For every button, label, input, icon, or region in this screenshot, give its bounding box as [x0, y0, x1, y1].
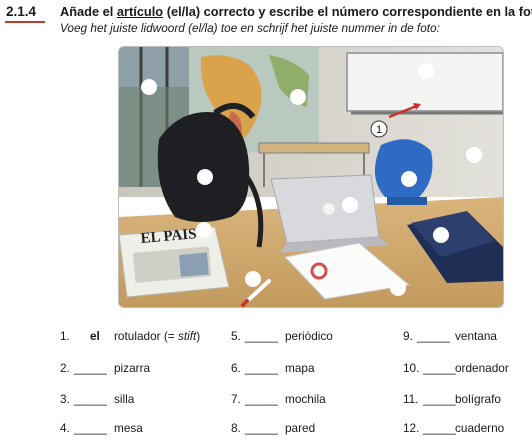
- item-article-blank[interactable]: _____: [74, 361, 107, 375]
- list-item-6: 6. _____ mapa: [231, 361, 315, 375]
- answer-marker-dot[interactable]: [245, 271, 261, 287]
- item-article-blank[interactable]: _____: [245, 329, 278, 343]
- exercise-header: 2.1.4 Añade el artículo (el/la) correcto…: [0, 0, 532, 40]
- item-word: silla: [114, 392, 135, 406]
- item-word: periódico: [285, 329, 333, 343]
- item-word: ordenador: [455, 361, 509, 375]
- answer-marker-dot[interactable]: [466, 147, 482, 163]
- example-marker: [370, 120, 388, 138]
- item-article-blank[interactable]: _____: [423, 392, 456, 406]
- classroom-photo: EL PAIS 1: [118, 46, 504, 308]
- list-item-8: 8. _____ pared: [231, 421, 315, 435]
- answer-marker-dot[interactable]: [290, 89, 306, 105]
- paper-sheet: [284, 242, 411, 300]
- answer-marker-dot[interactable]: [433, 227, 449, 243]
- exercise-number: 2.1.4: [6, 4, 37, 19]
- answer-marker-dot[interactable]: [197, 169, 213, 185]
- list-item-10: 10. _____ ordenador: [403, 361, 509, 375]
- item-word: pizarra: [114, 361, 151, 375]
- item-article-blank[interactable]: _____: [423, 421, 456, 435]
- item-word-italic: stift: [177, 329, 197, 343]
- item-number: 9.: [403, 329, 413, 343]
- exercise-title: Añade el artículo (el/la) correcto y esc…: [60, 4, 532, 19]
- title-end: (el/la) correcto y escribe el número cor…: [163, 4, 532, 19]
- answer-marker-dot[interactable]: [418, 63, 434, 79]
- item-article-blank[interactable]: _____: [423, 361, 456, 375]
- item-article-blank[interactable]: _____: [245, 392, 278, 406]
- list-item-7: 7. _____ mochila: [231, 392, 326, 406]
- item-word: mesa: [114, 421, 143, 435]
- item-article-blank[interactable]: _____: [245, 361, 278, 375]
- answer-marker-dot[interactable]: [141, 79, 157, 95]
- item-word: cuaderno: [455, 421, 505, 435]
- item-word: bolígrafo: [455, 392, 501, 406]
- item-word: ventana: [455, 329, 497, 343]
- vocabulary-list: 1. el rotulador (= stift) 2. _____ pizar…: [0, 322, 532, 442]
- answer-marker-dot[interactable]: [401, 171, 417, 187]
- blue-chair: [374, 139, 433, 197]
- item-word: mapa: [285, 361, 315, 375]
- example-marker-number: 1: [376, 124, 382, 136]
- whiteboard: [346, 52, 503, 112]
- title-start: Añade el: [60, 4, 117, 19]
- title-underlined-word: artículo: [116, 4, 164, 19]
- item-number: 12.: [403, 421, 420, 435]
- newspaper-masthead: EL PAIS: [140, 226, 197, 247]
- list-item-3: 3. _____ silla: [60, 392, 134, 406]
- item-word-main: rotulador (=: [114, 329, 178, 343]
- exercise-number-underline: [5, 21, 45, 23]
- item-number: 8.: [231, 421, 241, 435]
- answer-markers: [141, 63, 482, 296]
- classroom-scene: EL PAIS 1: [119, 47, 503, 307]
- item-number: 2.: [60, 361, 70, 375]
- item-number: 3.: [60, 392, 70, 406]
- answer-marker-dot[interactable]: [342, 197, 358, 213]
- answer-marker-dot[interactable]: [390, 280, 406, 296]
- item-number: 7.: [231, 392, 241, 406]
- list-item-2: 2. _____ pizarra: [60, 361, 150, 375]
- item-number: 10.: [403, 361, 420, 375]
- exercise-subtitle: Voeg het juiste lidwoord (el/la) toe en …: [60, 21, 440, 35]
- item-word: mochila: [285, 392, 326, 406]
- answer-marker-dot[interactable]: [196, 222, 212, 238]
- item-article-blank[interactable]: _____: [74, 421, 107, 435]
- item-number: 4.: [60, 421, 70, 435]
- item-number: 1.: [60, 329, 70, 343]
- item-article-blank[interactable]: _____: [74, 392, 107, 406]
- item-number: 6.: [231, 361, 241, 375]
- list-item-9: 9. _____ ventana: [403, 329, 497, 343]
- item-number: 5.: [231, 329, 241, 343]
- backpack: [157, 112, 250, 222]
- item-article: el: [90, 329, 100, 343]
- item-word: pared: [285, 421, 316, 435]
- item-article-blank[interactable]: _____: [245, 421, 278, 435]
- item-article-blank[interactable]: _____: [417, 329, 450, 343]
- side-table: [258, 142, 370, 154]
- list-item-11: 11. _____ bolígrafo: [403, 392, 501, 406]
- list-item-1: 1. el rotulador (= stift): [60, 329, 200, 343]
- list-item-5: 5. _____ periódico: [231, 329, 333, 343]
- item-number: 11.: [403, 392, 419, 406]
- item-word: rotulador (= stift): [114, 329, 201, 343]
- list-item-12: 12. _____ cuaderno: [403, 421, 504, 435]
- list-item-4: 4. _____ mesa: [60, 421, 143, 435]
- pen: [243, 279, 271, 305]
